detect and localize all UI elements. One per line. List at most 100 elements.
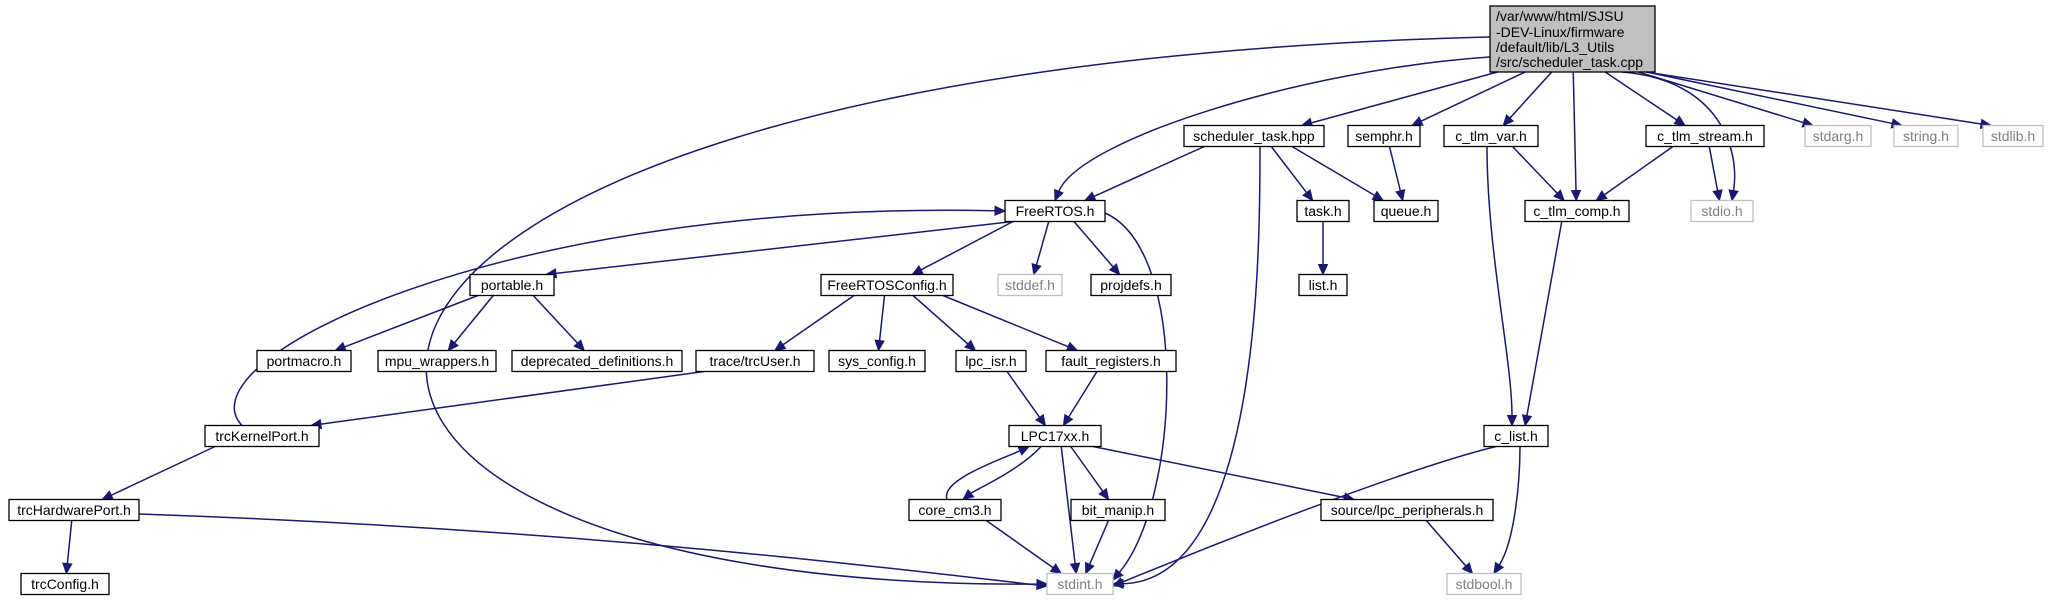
node-label: lpc_isr.h [965, 353, 1016, 369]
arrowhead [1493, 561, 1505, 575]
node-core-cm3[interactable]: core_cm3.h [908, 498, 1002, 522]
arrowhead [1595, 190, 1608, 202]
edge-lpc17xx-to-lpc_peripherals [1092, 445, 1345, 499]
node-box [1320, 498, 1494, 522]
node-label: trace/trcUser.h [709, 353, 800, 369]
node-string[interactable]: string.h [1893, 124, 1959, 148]
node-c-list[interactable]: c_list.h [1483, 424, 1549, 448]
node-bit-manip[interactable]: bit_manip.h [1070, 498, 1166, 522]
node-label: string.h [1903, 128, 1949, 144]
edge-root-to-string [1646, 71, 1893, 125]
root-title-line-2: -DEV-Linux/firmware [1496, 24, 1625, 40]
arrowhead [1108, 263, 1121, 276]
node-box [20, 572, 110, 596]
arrowhead [964, 339, 977, 352]
edge-c_tlm_stream-to-c_tlm_comp [1603, 145, 1674, 196]
node-label: trcConfig.h [31, 576, 99, 592]
node-stdbool[interactable]: stdbool.h [1446, 572, 1522, 596]
edge-trchardwareport-to-trcconfig [66, 520, 73, 564]
node-trchardwareport[interactable]: trcHardwarePort.h [8, 498, 140, 522]
node-fault-registers[interactable]: fault_registers.h [1045, 349, 1177, 373]
node-freertosconfig[interactable]: FreeRTOSConfig.h [820, 273, 954, 297]
node-trcuser[interactable]: trace/trcUser.h [695, 349, 815, 373]
node-box [1046, 572, 1114, 596]
node-label: portable.h [481, 277, 543, 293]
node-stdint[interactable]: stdint.h [1046, 572, 1114, 596]
node-c-tlm-stream[interactable]: c_tlm_stream.h [1645, 124, 1765, 148]
arrowhead [773, 340, 787, 352]
edge-c_list-to-stdint [1121, 445, 1497, 583]
arrowhead [334, 341, 347, 352]
node-box [997, 273, 1063, 297]
node-label: FreeRTOSConfig.h [827, 277, 946, 293]
arrowhead [1712, 189, 1723, 202]
root-file-node: /var/www/html/SJSU -DEV-Linux/firmware /… [1489, 5, 1656, 73]
node-label: c_list.h [1494, 428, 1538, 444]
arrowhead [1728, 189, 1739, 202]
arrowhead [1031, 262, 1042, 276]
node-box [511, 349, 683, 373]
node-label: source/lpc_peripherals.h [1331, 502, 1484, 518]
node-label: task.h [1304, 203, 1341, 219]
edge-trckernelport-to-freertos [233, 209, 996, 427]
node-c-tlm-comp[interactable]: c_tlm_comp.h [1524, 199, 1630, 223]
node-scheduler-hpp[interactable]: scheduler_task.hpp [1183, 124, 1325, 148]
node-label: c_tlm_stream.h [1657, 128, 1753, 144]
node-label: c_tlm_var.h [1455, 128, 1527, 144]
node-c-tlm-var[interactable]: c_tlm_var.h [1443, 124, 1539, 148]
arrowhead [1371, 190, 1385, 202]
node-box [204, 424, 320, 448]
node-box [256, 349, 352, 373]
arrowhead [1062, 413, 1074, 427]
arrowhead [1054, 188, 1064, 202]
node-lpc-isr[interactable]: lpc_isr.h [955, 349, 1027, 373]
arrowhead [1085, 561, 1095, 575]
node-label: portmacro.h [267, 353, 342, 369]
node-box [8, 498, 140, 522]
edge-lpc17xx-to-bit_manip [1070, 446, 1104, 492]
edge-lpc17xx-to-core_cm3 [970, 445, 1042, 494]
edge-core_cm3-to-lpc17xx [945, 450, 1021, 500]
edge-freertos-to-portable [555, 220, 1014, 275]
node-sys-config[interactable]: sys_config.h [828, 349, 926, 373]
node-label: trcKernelPort.h [215, 428, 308, 444]
node-label: bit_manip.h [1082, 502, 1154, 518]
node-deprecated[interactable]: deprecated_definitions.h [511, 349, 683, 373]
node-list[interactable]: list.h [1298, 273, 1348, 297]
edge-c_tlm_stream-to-stdio [1708, 146, 1719, 191]
node-box [1443, 124, 1539, 148]
edge-root-to-c_tlm_comp [1572, 71, 1577, 191]
node-box [1347, 124, 1421, 148]
arrowhead [573, 339, 586, 352]
edge-freertos-to-freertosconfig [920, 220, 1014, 271]
node-box [820, 273, 954, 297]
node-mpu-wrappers[interactable]: mpu_wrappers.h [377, 349, 497, 373]
node-trcconfig[interactable]: trcConfig.h [20, 572, 110, 596]
node-box [1183, 124, 1325, 148]
node-portable[interactable]: portable.h [469, 273, 555, 297]
edge-freertosconfig-to-fault_registers [942, 294, 1069, 348]
node-stdarg[interactable]: stdarg.h [1804, 124, 1872, 148]
node-portmacro[interactable]: portmacro.h [256, 349, 352, 373]
edge-freertosconfig-to-trcuser [782, 294, 855, 346]
node-stdio[interactable]: stdio.h [1690, 199, 1754, 223]
arrowhead [1083, 191, 1097, 202]
node-box [828, 349, 926, 373]
edge-root-to-c_tlm_var [1509, 71, 1553, 119]
node-box [1645, 124, 1765, 148]
arrowhead [1069, 562, 1081, 575]
edge-trchardwareport-to-stdint [138, 513, 1038, 586]
node-stddef[interactable]: stddef.h [997, 273, 1063, 297]
node-semphr[interactable]: semphr.h [1347, 124, 1421, 148]
node-projdefs[interactable]: projdefs.h [1090, 273, 1172, 297]
node-freertos[interactable]: FreeRTOS.h [1004, 199, 1106, 223]
node-lpc17xx[interactable]: LPC17xx.h [1008, 424, 1102, 448]
node-label: list.h [1309, 277, 1338, 293]
node-lpc-peripherals[interactable]: source/lpc_peripherals.h [1320, 498, 1494, 522]
node-box [1804, 124, 1872, 148]
node-queue[interactable]: queue.h [1373, 199, 1439, 223]
node-trckernelport[interactable]: trcKernelPort.h [204, 424, 320, 448]
node-box [1373, 199, 1439, 223]
node-stdlib[interactable]: stdlib.h [1982, 124, 2044, 148]
node-task[interactable]: task.h [1296, 199, 1350, 223]
